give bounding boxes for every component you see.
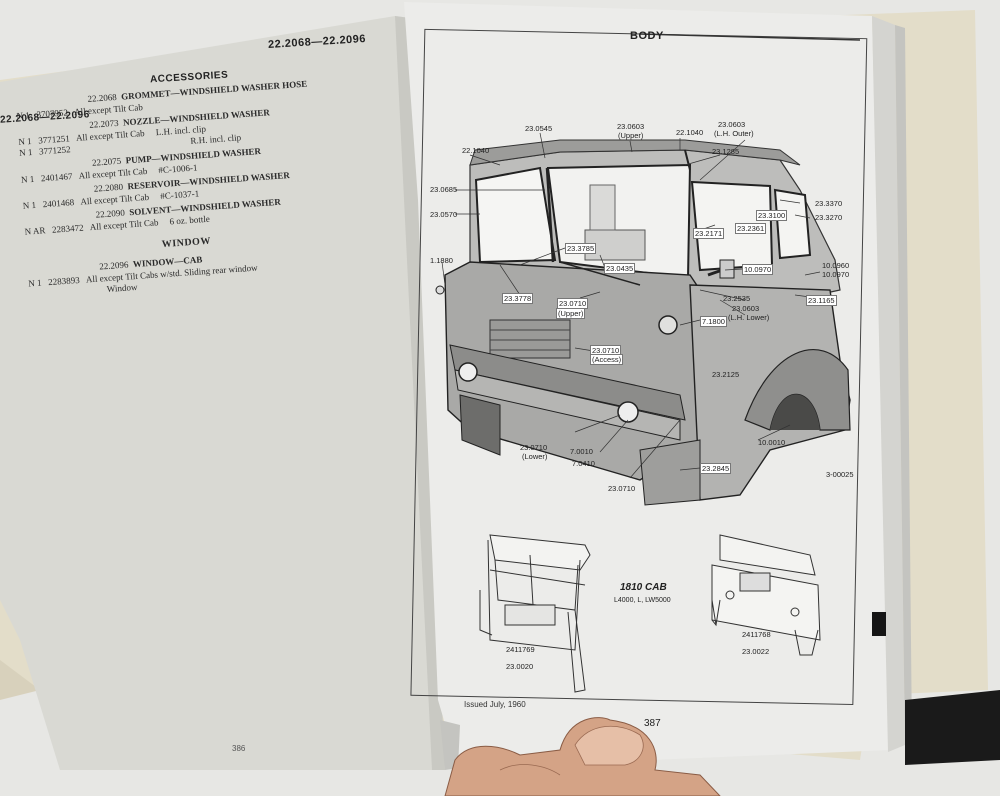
callout: 7.0410 [572,459,595,468]
entry-code: 22.2073 [88,117,119,130]
callout: 7.0010 [570,447,593,456]
callout: 23.0570 [430,210,458,219]
callout: 23.0685 [430,185,458,194]
right-section-title: BODY [630,30,664,42]
figure-number: 3-00025 [826,470,854,479]
callout: (L.H. Lower) [728,313,770,322]
flags: N 1 [22,199,37,211]
entry-code: 22.2068 [87,91,118,104]
part-number: 2283472 [51,222,84,235]
callout: 23.0603 [617,122,645,131]
entry-code: 22.2075 [91,155,122,168]
flags: N 1 [16,110,31,121]
cab-panel-drawing-left [479,534,591,693]
callout: (Upper) [556,308,586,319]
entry-code: 22.2090 [95,207,126,220]
cab-models: L4000, L, LW5000 [614,597,671,604]
description: Window [106,281,138,295]
callout: 23.1165 [806,295,837,306]
flags: N 1 [20,173,35,185]
callout: 22.1040 [462,146,490,155]
part-label: 2411768 [742,630,771,639]
callout: 23.2171 [693,228,725,239]
entry-code: 22.2080 [93,181,124,194]
callout: 23.3785 [565,243,597,254]
callout: (Access) [590,354,624,365]
callout: 23.1285 [712,147,740,156]
part-number: 2401467 [40,171,73,184]
left-page-number: 386 [232,744,246,753]
callout: (L.H. Outer) [714,129,754,138]
part-label: 23.0020 [506,662,534,671]
callout: 10.0970 [742,264,774,275]
cab-panel-drawing-right [711,534,821,656]
part-number: 2401468 [42,197,75,210]
part-number: 3771252 [38,144,71,157]
note: 6 oz. bottle [169,213,211,227]
callout: (Upper) [618,131,644,140]
callout: 10.0960 [822,261,850,270]
callout: 7.1800 [700,316,727,327]
callout: 23.3100 [756,210,788,221]
cab-title: 1810 CAB [620,582,667,593]
callout: 23.3370 [815,199,843,208]
callout: 23.0435 [604,263,636,274]
flags: N 1 [18,146,33,158]
note: R.H. incl. clip [190,132,242,146]
black-index-tab [872,612,886,636]
callout: 22.1040 [676,128,704,137]
callout: 23.2535 [723,294,751,303]
entry-window-line-2: Window [106,282,137,295]
flags: N 1 [18,135,32,147]
entry-code: 22.2096 [98,259,129,272]
part-label: 23.0022 [742,647,770,656]
flags: N 1 [27,277,42,289]
callout: 23.0545 [525,124,553,133]
callout: 10.0970 [822,270,850,279]
part-number: 3707952 [36,107,69,120]
note: #C-1037-1 [159,188,200,202]
part-number: 2283893 [47,274,80,288]
callout: 23.0603 [718,120,746,129]
callout: 23.3778 [502,293,534,304]
callout: 1.1880 [430,256,453,265]
hand [444,717,721,796]
issued-date: Issued July, 1960 [464,700,526,709]
callout: 23.2845 [700,463,732,474]
callout: 23.0710 [608,484,636,493]
part-label: 2411769 [506,645,535,654]
callout: 23.0603 [732,304,760,313]
left-page [0,16,445,770]
flags: N AR [24,225,46,237]
callout: 23.2125 [712,370,740,379]
callout: 10.0010 [758,438,786,447]
right-page-number: 387 [644,718,661,729]
callout: 23.3270 [815,213,843,222]
callout: 23.0710 [520,443,548,452]
callout: 23.2361 [735,223,767,234]
callout: (Lower) [522,452,548,461]
note: #C-1006-1 [158,162,198,176]
